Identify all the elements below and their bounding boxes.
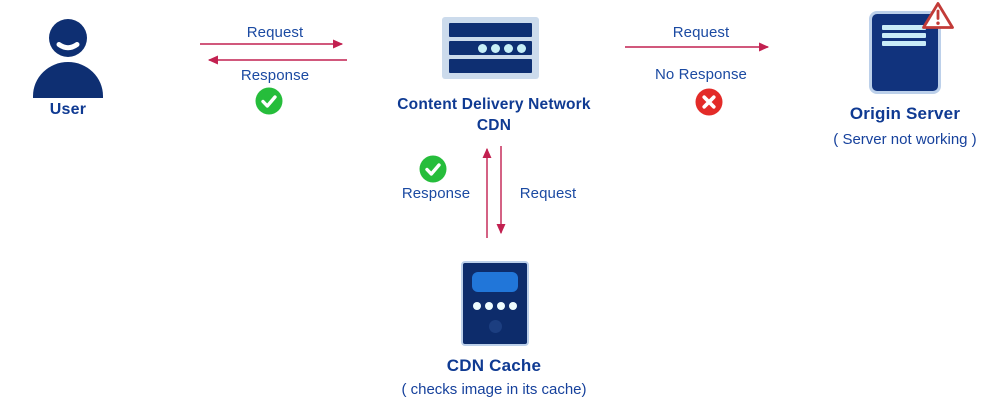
person-head <box>49 19 87 57</box>
cdn-origin-request-label: Request <box>672 24 730 41</box>
cache-led <box>509 302 517 310</box>
cdn-server-led <box>504 43 513 53</box>
user-person-icon <box>33 19 103 98</box>
cdn-server-led <box>478 43 487 53</box>
cdn-cache-request-label: Request <box>519 185 577 202</box>
warning-triangle-icon <box>922 2 954 29</box>
person-smile <box>56 42 80 51</box>
cdn-server-bar <box>449 41 532 55</box>
origin-server-status-note: ( Server not working ) <box>833 131 977 148</box>
cdn-server-icon <box>442 17 539 79</box>
success-check-icon <box>419 155 447 183</box>
cdn-cache-label: CDN Cache <box>446 356 542 375</box>
cache-cdn-response-label: Response <box>401 185 471 202</box>
cdn-name-label: Content Delivery Network <box>397 96 591 113</box>
cache-screen <box>472 272 518 292</box>
person-body <box>33 62 103 98</box>
cache-leds <box>463 302 527 310</box>
origin-server-slot <box>882 25 926 30</box>
cdn-cache-action-note: ( checks image in its cache) <box>401 381 587 398</box>
cdn-server-led <box>491 43 500 53</box>
success-check-icon <box>255 87 283 115</box>
cdn-server-bar <box>449 23 532 37</box>
cdn-origin-response-label: No Response <box>655 66 747 83</box>
origin-server-slot <box>882 41 926 46</box>
origin-server-slot <box>882 33 926 38</box>
cdn-abbr-label: CDN <box>476 117 512 134</box>
user-cdn-request-label: Request <box>246 24 304 41</box>
origin-server-label: Origin Server <box>849 104 961 123</box>
cdn-server-bar <box>449 59 532 73</box>
cdn-server-led <box>517 43 526 53</box>
user-label: User <box>49 101 87 118</box>
cache-led <box>485 302 493 310</box>
cache-led <box>497 302 505 310</box>
cache-led <box>473 302 481 310</box>
user-cdn-response-label: Response <box>240 67 310 84</box>
cache-button <box>489 320 502 333</box>
failure-cross-icon <box>695 88 723 116</box>
cdn-cache-icon <box>461 261 529 346</box>
